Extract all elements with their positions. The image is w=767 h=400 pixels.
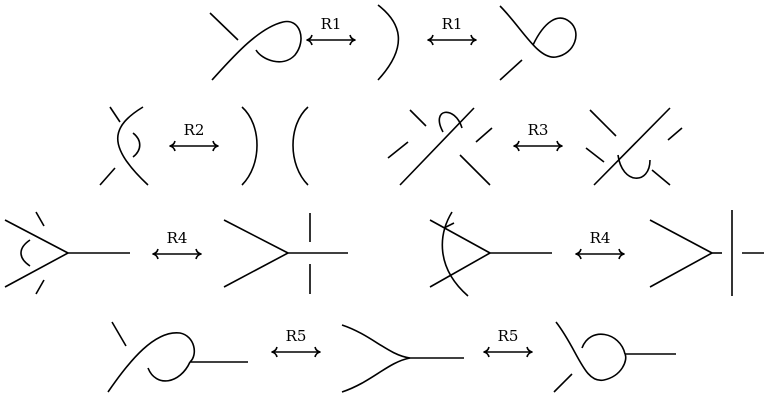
- r4-arrow-2: [575, 248, 625, 260]
- r4-left-vertex-crossed: [223, 213, 348, 294]
- r1-straight-strand: [377, 4, 400, 81]
- r5-middle-vertex: [341, 324, 464, 393]
- r1-arrow-1: [306, 34, 356, 46]
- r3-left-diagram: [387, 107, 493, 186]
- r4-label-1: R4: [167, 229, 188, 247]
- r4-label-2: R4: [590, 229, 611, 247]
- r1-left-kink: [209, 12, 302, 81]
- r5-arrow-2: [483, 346, 533, 358]
- r5-arrow-1: [271, 346, 321, 358]
- r5-label-2: R5: [498, 327, 519, 345]
- r2-crossed-strands: [99, 106, 149, 186]
- r5-left-looped-vertex: [107, 321, 248, 393]
- r2-label: R2: [184, 121, 205, 139]
- r3-arrow: [513, 140, 563, 152]
- r3-right-diagram: [585, 107, 683, 186]
- r1-right-kink: [499, 5, 577, 81]
- r1-arrow-2: [427, 34, 477, 46]
- r5-right-looped-vertex: [553, 321, 676, 393]
- r1-label-1: R1: [321, 15, 342, 33]
- r3-label: R3: [528, 121, 549, 139]
- r4-left-vertex-with-arc: [4, 211, 130, 295]
- r4-right-vertex-with-arc: [429, 211, 552, 297]
- r1-label-2: R1: [442, 15, 463, 33]
- r2-arrow: [169, 140, 219, 152]
- r4-arrow-1: [152, 248, 202, 260]
- r5-label-1: R5: [286, 327, 307, 345]
- r2-separated-strands: [241, 106, 309, 186]
- r4-right-vertex-crossed: [649, 210, 764, 296]
